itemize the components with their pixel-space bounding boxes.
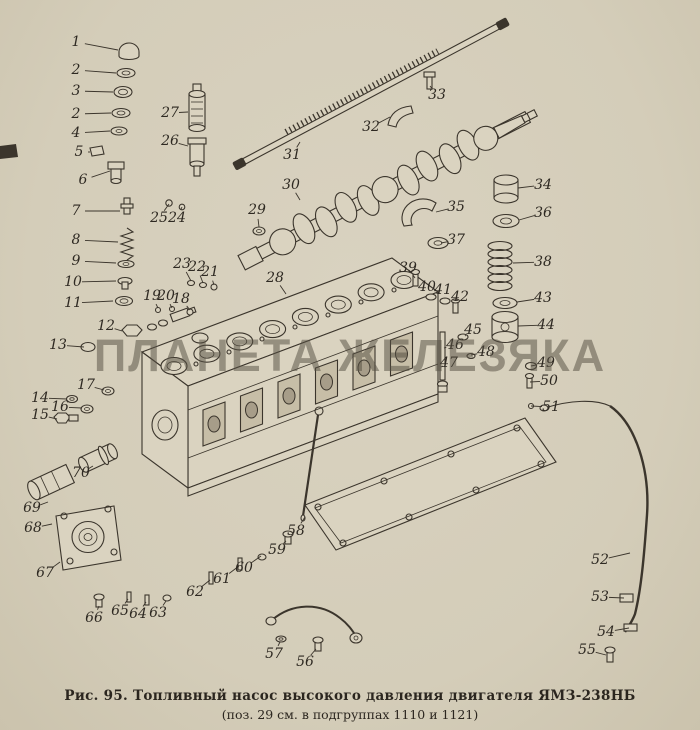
- part-label-23: 23: [173, 256, 191, 272]
- part-label-33: 33: [428, 87, 446, 103]
- part-label-9: 9: [71, 253, 81, 269]
- part-label-49: 49: [537, 355, 555, 371]
- washer-29: [252, 226, 266, 236]
- part-label-69: 69: [23, 500, 41, 516]
- tappet-parts: [427, 174, 538, 410]
- part-label-46: 46: [446, 337, 464, 353]
- inlet-fitting-row: [80, 279, 218, 353]
- caption-note: (поз. 29 см. в подгруппах 1110 и 1121): [221, 707, 479, 722]
- part-label-21: 21: [201, 264, 219, 280]
- part-label-40: 40: [418, 279, 436, 295]
- bottom-studs: [126, 557, 243, 606]
- part-label-53: 53: [591, 589, 609, 605]
- part-label-35: 35: [447, 199, 465, 215]
- part-label-1: 1: [71, 34, 81, 50]
- rack-rod: [232, 17, 510, 170]
- part-label-45: 45: [464, 322, 482, 338]
- part-label-56: 56: [296, 654, 314, 670]
- part-label-48: 48: [477, 344, 495, 360]
- part-label-3: 3: [71, 83, 81, 99]
- part-label-19: 19: [143, 288, 161, 304]
- bearing-cap: [387, 105, 414, 128]
- part-label-55: 55: [578, 642, 596, 658]
- part-label-20: 20: [157, 288, 175, 304]
- dipstick: [257, 406, 324, 561]
- part-label-2: 2: [71, 62, 81, 78]
- part-label-60: 60: [235, 560, 253, 576]
- part-label-11: 11: [64, 295, 82, 311]
- part-label-5: 5: [74, 144, 84, 160]
- part-label-4: 4: [71, 125, 81, 141]
- part-label-58: 58: [287, 523, 305, 539]
- bottom-pipe: [265, 605, 363, 652]
- part-label-16: 16: [51, 399, 69, 415]
- caption-title: Рис. 95. Топливный насос высокого давлен…: [64, 688, 636, 704]
- side-cover-plate: [304, 417, 557, 551]
- part-label-54: 54: [597, 624, 615, 640]
- part-label-26: 26: [161, 133, 179, 149]
- watermark-text: ПЛАНЕТА ЖЕЛЕЗЯКА: [93, 330, 607, 381]
- drain-tube: [539, 400, 649, 663]
- part-label-63: 63: [149, 605, 167, 621]
- part-label-13: 13: [49, 337, 67, 353]
- coupling-69: [27, 463, 76, 501]
- part-label-30: 30: [282, 177, 300, 193]
- tappet-windows: [202, 331, 414, 447]
- fitting-stack-left: [89, 42, 140, 307]
- part-label-24: 24: [168, 210, 186, 226]
- part-label-68: 68: [24, 520, 42, 536]
- part-label-50: 50: [540, 373, 558, 389]
- part-label-43: 43: [534, 290, 552, 306]
- part-label-36: 36: [534, 205, 552, 221]
- part-label-6: 6: [78, 172, 88, 188]
- part-label-65: 65: [111, 603, 129, 619]
- part-label-29: 29: [248, 202, 266, 218]
- part-label-42: 42: [451, 289, 469, 305]
- part-label-34: 34: [534, 177, 552, 193]
- part-label-59: 59: [268, 542, 286, 558]
- coupling-70: [77, 443, 119, 473]
- part-label-61: 61: [213, 571, 231, 587]
- bearing-shell: [401, 198, 437, 227]
- part-label-67: 67: [36, 565, 54, 581]
- part-label-47: 47: [440, 355, 458, 371]
- part-label-2: 2: [71, 106, 81, 122]
- part-label-18: 18: [172, 291, 190, 307]
- camshaft: [237, 109, 539, 271]
- part-label-10: 10: [64, 274, 82, 290]
- part-label-62: 62: [186, 584, 204, 600]
- part-label-51: 51: [542, 399, 560, 415]
- part-label-44: 44: [537, 317, 555, 333]
- part-label-27: 27: [161, 105, 179, 121]
- part-label-8: 8: [71, 232, 81, 248]
- part-label-7: 7: [71, 203, 81, 219]
- part-label-41: 41: [434, 282, 452, 298]
- front-cover: [55, 505, 122, 608]
- part-label-70: 70: [72, 465, 90, 481]
- part-label-28: 28: [266, 270, 284, 286]
- part-label-66: 66: [85, 610, 103, 626]
- part-label-17: 17: [77, 377, 95, 393]
- part-label-32: 32: [362, 119, 380, 135]
- figure-caption: Рис. 95. Топливный насос высокого давлен…: [0, 688, 700, 722]
- part-label-31: 31: [283, 147, 301, 163]
- part-label-38: 38: [534, 254, 552, 270]
- part-label-57: 57: [265, 646, 283, 662]
- cap-bolt-head: [423, 71, 436, 78]
- part-label-64: 64: [129, 606, 147, 622]
- part-label-12: 12: [97, 318, 115, 334]
- small-fasteners: [410, 268, 476, 393]
- part-label-37: 37: [447, 232, 465, 248]
- fuel-filter: [165, 83, 207, 211]
- part-label-39: 39: [399, 260, 417, 276]
- part-label-15: 15: [31, 407, 49, 423]
- part-label-25: 25: [150, 210, 168, 226]
- part-label-22: 22: [188, 259, 206, 275]
- part-label-14: 14: [31, 390, 49, 406]
- edge-mark: [0, 144, 18, 159]
- plunger-bores: [160, 270, 418, 376]
- part-label-52: 52: [591, 552, 609, 568]
- left-washers: [53, 386, 115, 424]
